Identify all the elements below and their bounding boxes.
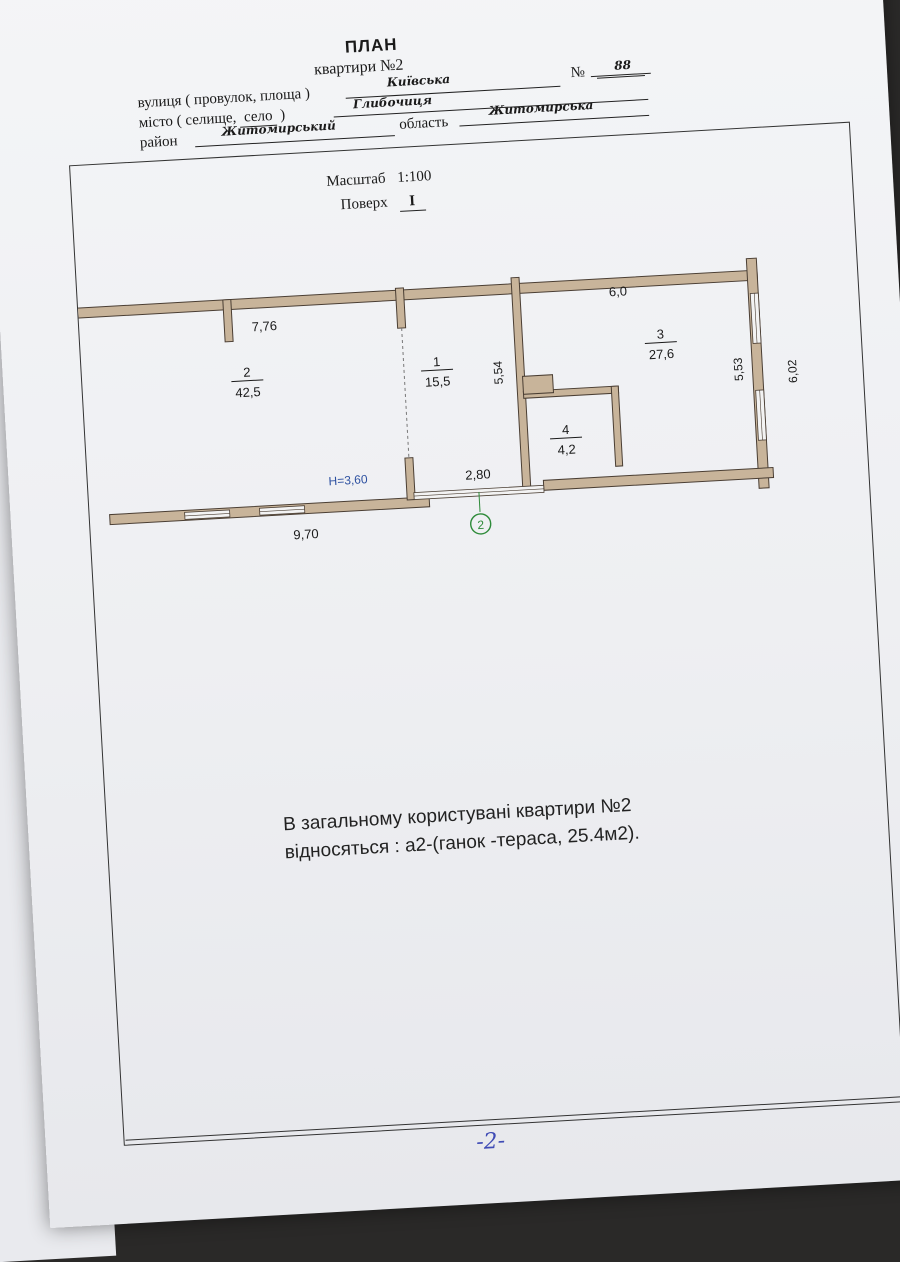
right-wall [745, 257, 770, 489]
room-1-number: 1 [433, 354, 441, 369]
window-right-1-mid [753, 293, 758, 344]
dim-left-diag: 2,14 [70, 503, 89, 527]
district-label: район [139, 133, 179, 152]
height-note: H=3,60 [328, 472, 368, 488]
window-bottom-1-mid [184, 513, 230, 517]
left-wall [70, 307, 90, 539]
region-label: область [398, 114, 449, 133]
entrance-marker-number: 2 [477, 518, 485, 532]
room-3-fraction [644, 341, 677, 344]
region-underline [459, 114, 650, 127]
dim-right-inner: 5,53 [731, 357, 746, 381]
room-1-area: 15,5 [425, 373, 451, 389]
room-3-area: 27,6 [648, 346, 674, 362]
number-label: № [570, 64, 586, 82]
room-1-fraction [421, 368, 454, 372]
room-2-area: 42,5 [235, 384, 261, 400]
room-3-number: 3 [656, 326, 664, 341]
room-4-fraction [550, 436, 583, 440]
room-4-number: 4 [562, 422, 570, 437]
closet-box [522, 374, 555, 395]
bottom-wall-right [542, 466, 775, 491]
window-right-2-mid [759, 390, 763, 441]
plan-labels: 1 15,5 2 42,5 3 27,6 4 4,2 7,76 6,0 9,70 2,80 2,14 5,… [70, 283, 800, 542]
room-2-number: 2 [243, 365, 251, 380]
dim-top-left: 7,76 [251, 318, 277, 334]
dim-bottom-left: 9,70 [293, 526, 319, 542]
partition-bottom [404, 457, 416, 501]
room-4-area: 4,2 [557, 442, 576, 458]
window-left-mid [75, 376, 79, 417]
walls [70, 257, 775, 539]
dim-mid-vertical: 5,54 [491, 360, 506, 384]
partition-top [394, 287, 407, 329]
closet-right [610, 385, 624, 467]
room-divider [401, 327, 410, 458]
dim-bottom-middle: 2,80 [465, 466, 491, 482]
number-value: 88 [613, 57, 632, 73]
entrance-marker-circle [470, 513, 492, 535]
region-value: Житомирська [488, 97, 594, 118]
document-title: ПЛАН [344, 34, 399, 57]
top-wall [70, 269, 759, 320]
room-2-fraction [231, 379, 264, 383]
dim-right-outer: 6,02 [785, 359, 800, 383]
partition-stub [222, 298, 234, 343]
document-sheet: ПЛАН квартири №2 вулиця ( провулок, площ… [0, 0, 900, 1229]
floor-plan: 1 15,5 2 42,5 3 27,6 4 4,2 7,76 6,0 9,70 2,80 2,14 5,… [70, 257, 800, 542]
entrance-marker-line [478, 491, 481, 512]
dim-top-right: 6,0 [608, 283, 627, 299]
city-value: Глибочиця [352, 92, 433, 112]
window-left [71, 375, 83, 417]
street-value: Київська [386, 71, 451, 90]
page-number: -2- [475, 1128, 506, 1156]
window-bottom-2-mid [259, 508, 305, 513]
